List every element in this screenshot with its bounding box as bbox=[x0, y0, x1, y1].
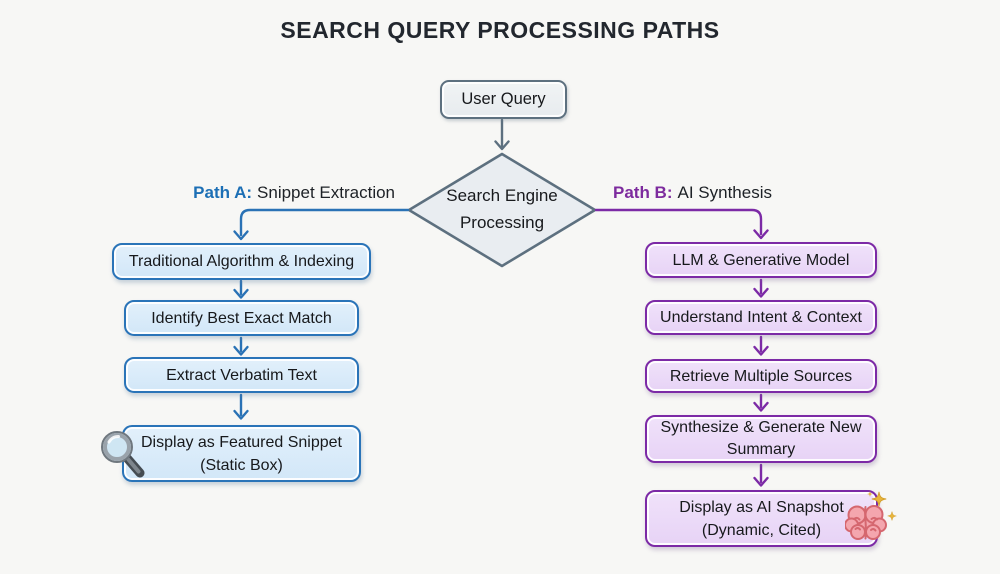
node-display-featured-snippet: Display as Featured Snippet (Static Box) bbox=[122, 425, 361, 482]
node-traditional-algorithm-indexing: Traditional Algorithm & Indexing bbox=[112, 243, 371, 280]
brain-icon bbox=[845, 505, 887, 540]
magnifier-icon bbox=[101, 431, 145, 478]
decision-label-line2: Processing bbox=[459, 213, 545, 232]
node-search-engine-processing: Search Engine Processing bbox=[412, 182, 592, 236]
node-label-line1: Synthesize & Generate New bbox=[660, 419, 862, 436]
node-synthesize-generate-summary: Synthesize & Generate New Summary bbox=[645, 415, 877, 463]
path-a-label: Path A:Snippet Extraction bbox=[150, 183, 395, 203]
arrow-query-to-decision bbox=[494, 118, 510, 151]
node-label-line2: (Static Box) bbox=[200, 456, 283, 474]
node-identify-best-exact-match: Identify Best Exact Match bbox=[124, 300, 359, 336]
node-retrieve-multiple-sources: Retrieve Multiple Sources bbox=[645, 359, 877, 393]
node-llm-generative-model: LLM & Generative Model bbox=[645, 242, 877, 278]
node-user-query: User Query bbox=[440, 80, 567, 119]
path-b-label: Path B:AI Synthesis bbox=[613, 183, 772, 203]
path-a-subtitle: Snippet Extraction bbox=[257, 183, 395, 202]
node-label: Understand Intent & Context bbox=[660, 309, 862, 326]
diagram-title: SEARCH QUERY PROCESSING PATHS bbox=[280, 17, 720, 43]
decision-diamond-shape bbox=[407, 152, 597, 268]
path-a-name: Path A: bbox=[193, 183, 253, 202]
path-b-connectors bbox=[594, 208, 769, 487]
node-label: Extract Verbatim Text bbox=[166, 366, 317, 384]
node-label: Retrieve Multiple Sources bbox=[669, 367, 853, 385]
node-user-query-label: User Query bbox=[461, 90, 546, 108]
node-label-line1: Display as Featured Snippet bbox=[141, 433, 342, 451]
node-label-line1: Display as AI Snapshot bbox=[679, 498, 844, 516]
node-extract-verbatim-text: Extract Verbatim Text bbox=[124, 357, 359, 393]
node-display-ai-snapshot: Display as AI Snapshot (Dynamic, Cited) bbox=[645, 490, 878, 547]
node-label: Identify Best Exact Match bbox=[151, 309, 332, 327]
brain-sparkles-icon bbox=[845, 491, 897, 540]
decision-label-line1: Search Engine bbox=[446, 186, 558, 205]
node-label-line2: Summary bbox=[726, 441, 796, 458]
path-b-subtitle: AI Synthesis bbox=[677, 183, 773, 202]
node-label: Traditional Algorithm & Indexing bbox=[128, 253, 355, 270]
path-b-name: Path B: bbox=[613, 183, 673, 202]
sparkle-icon bbox=[867, 491, 897, 521]
node-understand-intent-context: Understand Intent & Context bbox=[645, 300, 877, 335]
node-label: LLM & Generative Model bbox=[672, 251, 850, 269]
node-label-line2: (Dynamic, Cited) bbox=[701, 521, 822, 539]
path-a-connectors bbox=[233, 208, 410, 420]
